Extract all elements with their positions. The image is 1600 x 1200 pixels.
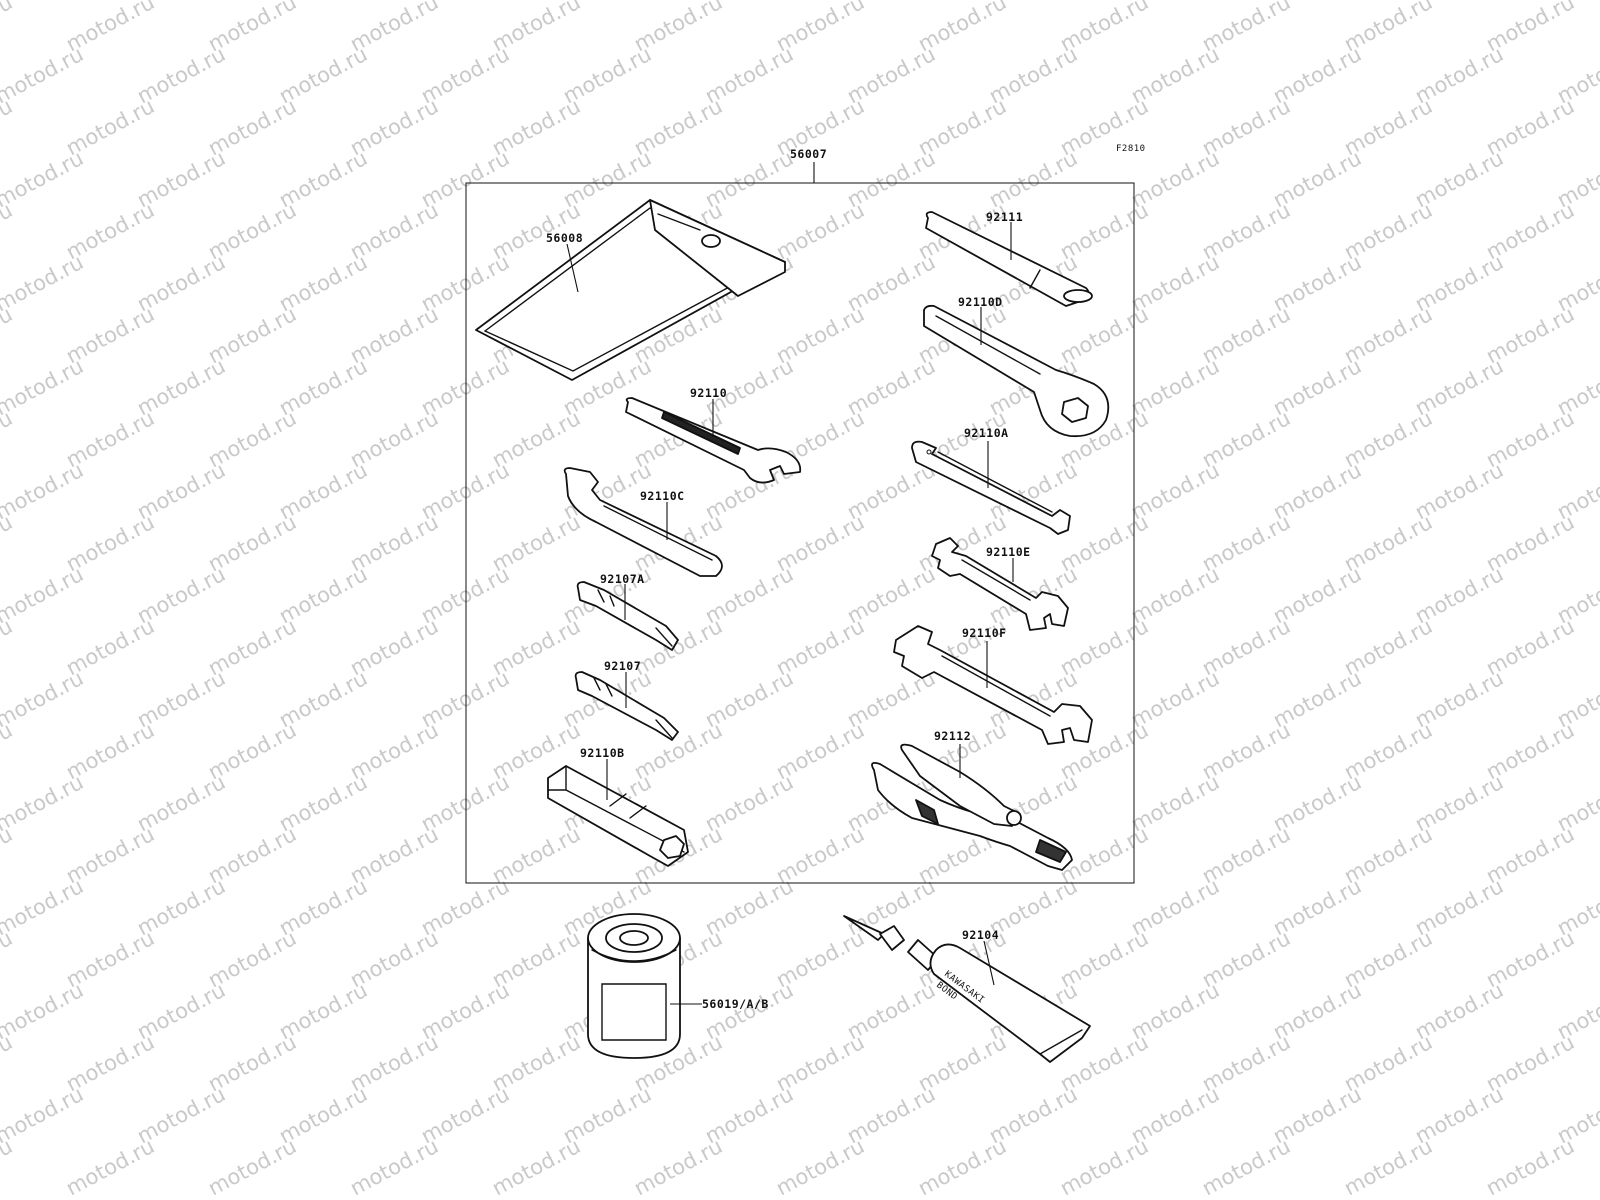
open-wrench-drawing — [625, 397, 802, 484]
watermark-text: motod.ru — [1482, 1134, 1578, 1200]
double-open-wrench-large-drawing — [893, 625, 1093, 745]
bond-tube-drawing: KAWASAKI BOND — [843, 915, 1091, 1063]
part-label-92110e: 92110E — [986, 545, 1031, 559]
part-label-56019: 56019/A/B — [702, 997, 769, 1011]
toolkit-frame — [465, 182, 1135, 884]
watermark-text: motod.ru — [0, 874, 87, 940]
part-label-92107: 92107 — [604, 659, 641, 673]
leader-92104 — [983, 940, 995, 986]
watermark-text: motod.ru — [0, 146, 87, 212]
watermark-text: motod.ru — [0, 0, 16, 56]
watermark-text: motod.ru — [1056, 1134, 1152, 1200]
oil-filter-drawing — [587, 913, 681, 1059]
part-label-92110a: 92110A — [964, 426, 1009, 440]
watermark-text: motod.ru — [0, 978, 87, 1044]
part-label-92104: 92104 — [962, 928, 999, 942]
watermark-text: motod.ru — [0, 42, 87, 108]
part-label-92110f: 92110F — [962, 626, 1007, 640]
part-label-92110d: 92110D — [958, 295, 1003, 309]
watermark-text: motod.ru — [0, 666, 87, 732]
watermark-text: motod.ru — [0, 614, 16, 680]
watermark-text: motod.ru — [0, 354, 87, 420]
watermark-text: motod.ru — [0, 458, 87, 524]
ring-wrench-drawing — [923, 304, 1110, 438]
part-label-92111: 92111 — [986, 210, 1023, 224]
watermark-text: motod.ru — [0, 718, 16, 784]
double-open-wrench-small-drawing — [931, 537, 1069, 631]
watermark-text: motod.ru — [62, 1134, 158, 1200]
watermark-text: motod.ru — [1198, 1134, 1294, 1200]
handle-bar-drawing — [925, 211, 1093, 307]
watermark-text: motod.ru — [488, 1134, 584, 1200]
part-label-56008: 56008 — [546, 231, 583, 245]
watermark-text: motod.ru — [0, 94, 16, 160]
part-label-92110b: 92110B — [580, 746, 625, 760]
watermark-text: motod.ru — [630, 1134, 726, 1200]
watermark-text: motod.ru — [914, 1134, 1010, 1200]
watermark-text: motod.ru — [0, 302, 16, 368]
watermark-text: motod.ru — [0, 406, 16, 472]
watermark-text: motod.ru — [0, 198, 16, 264]
part-label-92112: 92112 — [934, 729, 971, 743]
watermark-text: motod.ru — [0, 926, 16, 992]
leader-56008 — [566, 243, 579, 293]
watermark-text: motod.ru — [772, 1134, 868, 1200]
watermark-text: motod.ru — [0, 1082, 87, 1148]
tool-bag-drawing — [475, 199, 786, 381]
part-label-92110: 92110 — [690, 386, 727, 400]
watermark-text: motod.ru — [0, 250, 87, 316]
part-label-92110c: 92110C — [640, 489, 685, 503]
watermark-text: motod.ru — [1340, 1134, 1436, 1200]
screwdriver-bit-drawing — [574, 671, 679, 741]
spoke-wrench-drawing — [911, 440, 1071, 535]
watermark-text: motod.ru — [204, 1134, 300, 1200]
watermark-text: motod.ru — [0, 510, 16, 576]
watermark-text: motod.ru — [0, 770, 87, 836]
hook-wrench-drawing — [563, 467, 723, 577]
watermark-text: motod.ru — [0, 562, 87, 628]
part-label-92107a: 92107A — [600, 572, 645, 586]
watermark-text: motod.ru — [0, 822, 16, 888]
watermark-text: motod.ru — [0, 1030, 16, 1096]
pliers-drawing — [871, 743, 1073, 871]
watermark-text: motod.ru — [0, 1134, 16, 1200]
part-label-56007: 56007 — [790, 147, 827, 161]
watermark-text: motod.ru — [346, 1134, 442, 1200]
screwdriver-bit-a-drawing — [576, 581, 679, 651]
watermark-text: motod.ru — [0, 0, 87, 4]
plug-socket-wrench-drawing — [547, 765, 689, 867]
figure-code: F2810 — [1116, 144, 1146, 154]
